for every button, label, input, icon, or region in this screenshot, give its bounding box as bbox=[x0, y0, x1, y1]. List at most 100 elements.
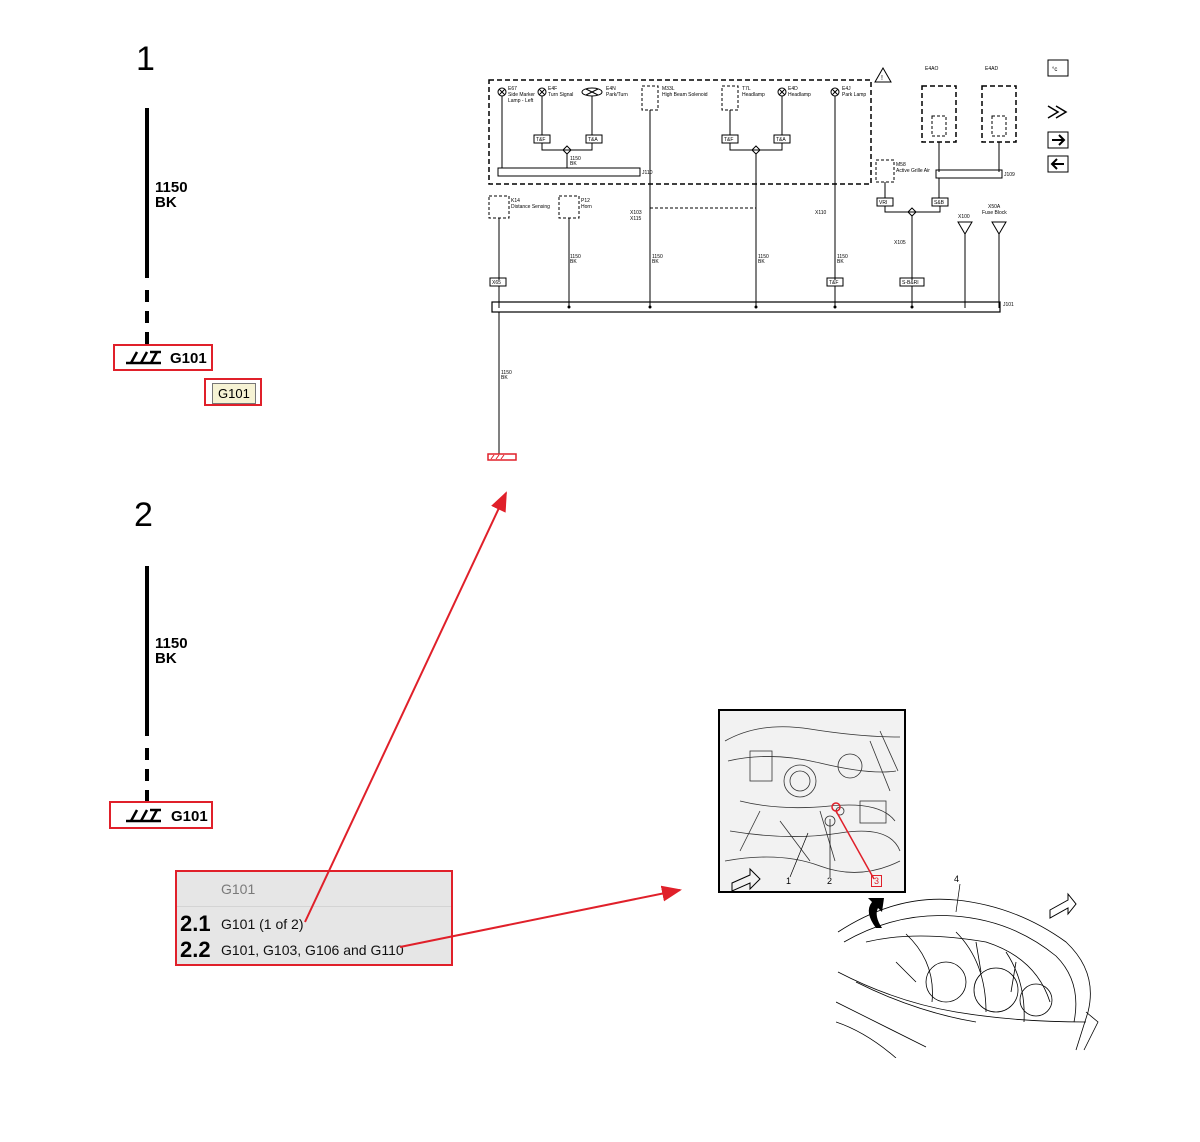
engine-bay-drawing bbox=[724, 726, 901, 891]
svg-text:X105: X105 bbox=[894, 240, 906, 246]
arrow-right-icon[interactable] bbox=[1047, 131, 1069, 149]
svg-text:Fuse Block: Fuse Block bbox=[982, 210, 1007, 216]
svg-text:E4AO: E4AO bbox=[925, 66, 938, 72]
svg-text:E67: E67 bbox=[508, 86, 517, 92]
search-result-row[interactable]: 2.2 G101, G103, G106 and G110 bbox=[177, 936, 451, 962]
svg-text:X65: X65 bbox=[492, 280, 501, 286]
callout-2: 2 bbox=[827, 876, 833, 886]
callout-3-highlighted[interactable]: 3 bbox=[871, 875, 883, 887]
svg-text:M58: M58 bbox=[896, 162, 906, 168]
vehicle-front-view: 4 bbox=[836, 874, 1099, 1058]
result-text[interactable]: G101 (1 of 2) bbox=[221, 916, 304, 932]
svg-text:X103: X103 bbox=[630, 210, 642, 216]
svg-text:BK: BK bbox=[652, 259, 659, 265]
svg-text:E4F: E4F bbox=[548, 86, 557, 92]
callout-4: 4 bbox=[954, 874, 959, 884]
ground-symbol-icon bbox=[126, 808, 161, 823]
arrow-left-icon[interactable] bbox=[1047, 155, 1069, 173]
search-results-panel: G101 2.1 G101 (1 of 2) 2.2 G101, G103, G… bbox=[175, 870, 453, 966]
svg-text:BK: BK bbox=[570, 259, 577, 265]
svg-text:1150: 1150 bbox=[837, 254, 848, 260]
svg-text:J101: J101 bbox=[1003, 302, 1014, 308]
svg-text:X110: X110 bbox=[815, 210, 827, 216]
search-result-row[interactable]: 2.1 G101 (1 of 2) bbox=[177, 910, 451, 936]
step-1-wire bbox=[145, 108, 149, 346]
svg-text:T&A: T&A bbox=[588, 137, 598, 143]
ground-symbol-icon bbox=[126, 350, 161, 365]
svg-text:Turn Signal: Turn Signal bbox=[548, 92, 573, 98]
svg-text:BK: BK bbox=[758, 259, 765, 265]
step-1-wire-gauge: 1150 bbox=[155, 179, 188, 196]
svg-text:Headlamp: Headlamp bbox=[742, 92, 765, 98]
svg-text:E4J: E4J bbox=[842, 86, 851, 92]
step-2-wire-color: BK bbox=[155, 650, 177, 667]
svg-text:T&F: T&F bbox=[536, 137, 545, 143]
svg-text:T&F: T&F bbox=[829, 280, 838, 286]
svg-text:BK: BK bbox=[501, 375, 508, 381]
svg-text:1150: 1150 bbox=[758, 254, 769, 260]
svg-text:S&B: S&B bbox=[934, 200, 945, 206]
step-2-wire bbox=[145, 566, 149, 804]
svg-text:Park Lamp: Park Lamp bbox=[842, 92, 866, 98]
wireless-icon[interactable] bbox=[1047, 105, 1068, 119]
search-header: G101 bbox=[221, 881, 256, 897]
svg-text:E4D: E4D bbox=[788, 86, 798, 92]
svg-text:Lamp - Left: Lamp - Left bbox=[508, 98, 534, 104]
step-1-ground-label[interactable]: G101 bbox=[170, 350, 207, 367]
callout-1: 1 bbox=[786, 876, 792, 886]
step-2-number: 2 bbox=[134, 496, 153, 534]
arrow-to-location bbox=[399, 885, 682, 948]
arrow-to-schematic bbox=[304, 491, 507, 923]
step-2-ground-label[interactable]: G101 bbox=[171, 808, 208, 825]
svg-text:Distance Sensing: Distance Sensing bbox=[511, 204, 550, 210]
ground-tooltip[interactable]: G101 bbox=[212, 383, 256, 404]
svg-text:X50A: X50A bbox=[988, 204, 1001, 210]
svg-text:K14: K14 bbox=[511, 198, 520, 204]
svg-text:E4AD: E4AD bbox=[985, 66, 998, 72]
svg-text:VRI: VRI bbox=[879, 200, 887, 206]
svg-text:T&F: T&F bbox=[724, 137, 733, 143]
step-1-number: 1 bbox=[136, 40, 155, 78]
component-location-view: 1 2 3 bbox=[718, 709, 906, 893]
svg-text:P12: P12 bbox=[581, 198, 590, 204]
svg-text:Horn: Horn bbox=[581, 204, 592, 210]
svg-text:BK: BK bbox=[837, 259, 844, 265]
result-text[interactable]: G101, G103, G106 and G110 bbox=[221, 942, 404, 958]
svg-text:Park/Turn: Park/Turn bbox=[606, 92, 628, 98]
svg-text:J110: J110 bbox=[642, 170, 653, 176]
svg-text:J109: J109 bbox=[1004, 172, 1015, 178]
svg-text:°c: °c bbox=[1052, 67, 1057, 73]
svg-text:X115: X115 bbox=[630, 216, 642, 222]
step-2-wire-gauge: 1150 bbox=[155, 635, 188, 652]
step-1-wire-color: BK bbox=[155, 194, 177, 211]
svg-text:Active Grille Air: Active Grille Air bbox=[896, 168, 930, 174]
svg-text:1150: 1150 bbox=[501, 370, 512, 376]
result-number: 2.2 bbox=[180, 937, 211, 962]
svg-text:1150: 1150 bbox=[652, 254, 663, 260]
svg-text:Side Marker: Side Marker bbox=[508, 92, 535, 98]
step-2-ground-highlight: G101 bbox=[109, 801, 213, 829]
step-1-ground-highlight: G101 bbox=[113, 344, 213, 371]
component-e4ao[interactable]: E4AO bbox=[921, 66, 957, 172]
svg-text:1150: 1150 bbox=[570, 156, 581, 162]
svg-text:1150: 1150 bbox=[570, 254, 581, 260]
svg-text:!: ! bbox=[881, 75, 883, 82]
svg-text:S-B&RI: S-B&RI bbox=[902, 280, 919, 286]
svg-text:Headlamp: Headlamp bbox=[788, 92, 811, 98]
svg-text:X100: X100 bbox=[958, 214, 970, 220]
temperature-icon[interactable]: °c bbox=[1047, 59, 1069, 77]
component-e4ad[interactable]: E4AD bbox=[981, 66, 1017, 172]
